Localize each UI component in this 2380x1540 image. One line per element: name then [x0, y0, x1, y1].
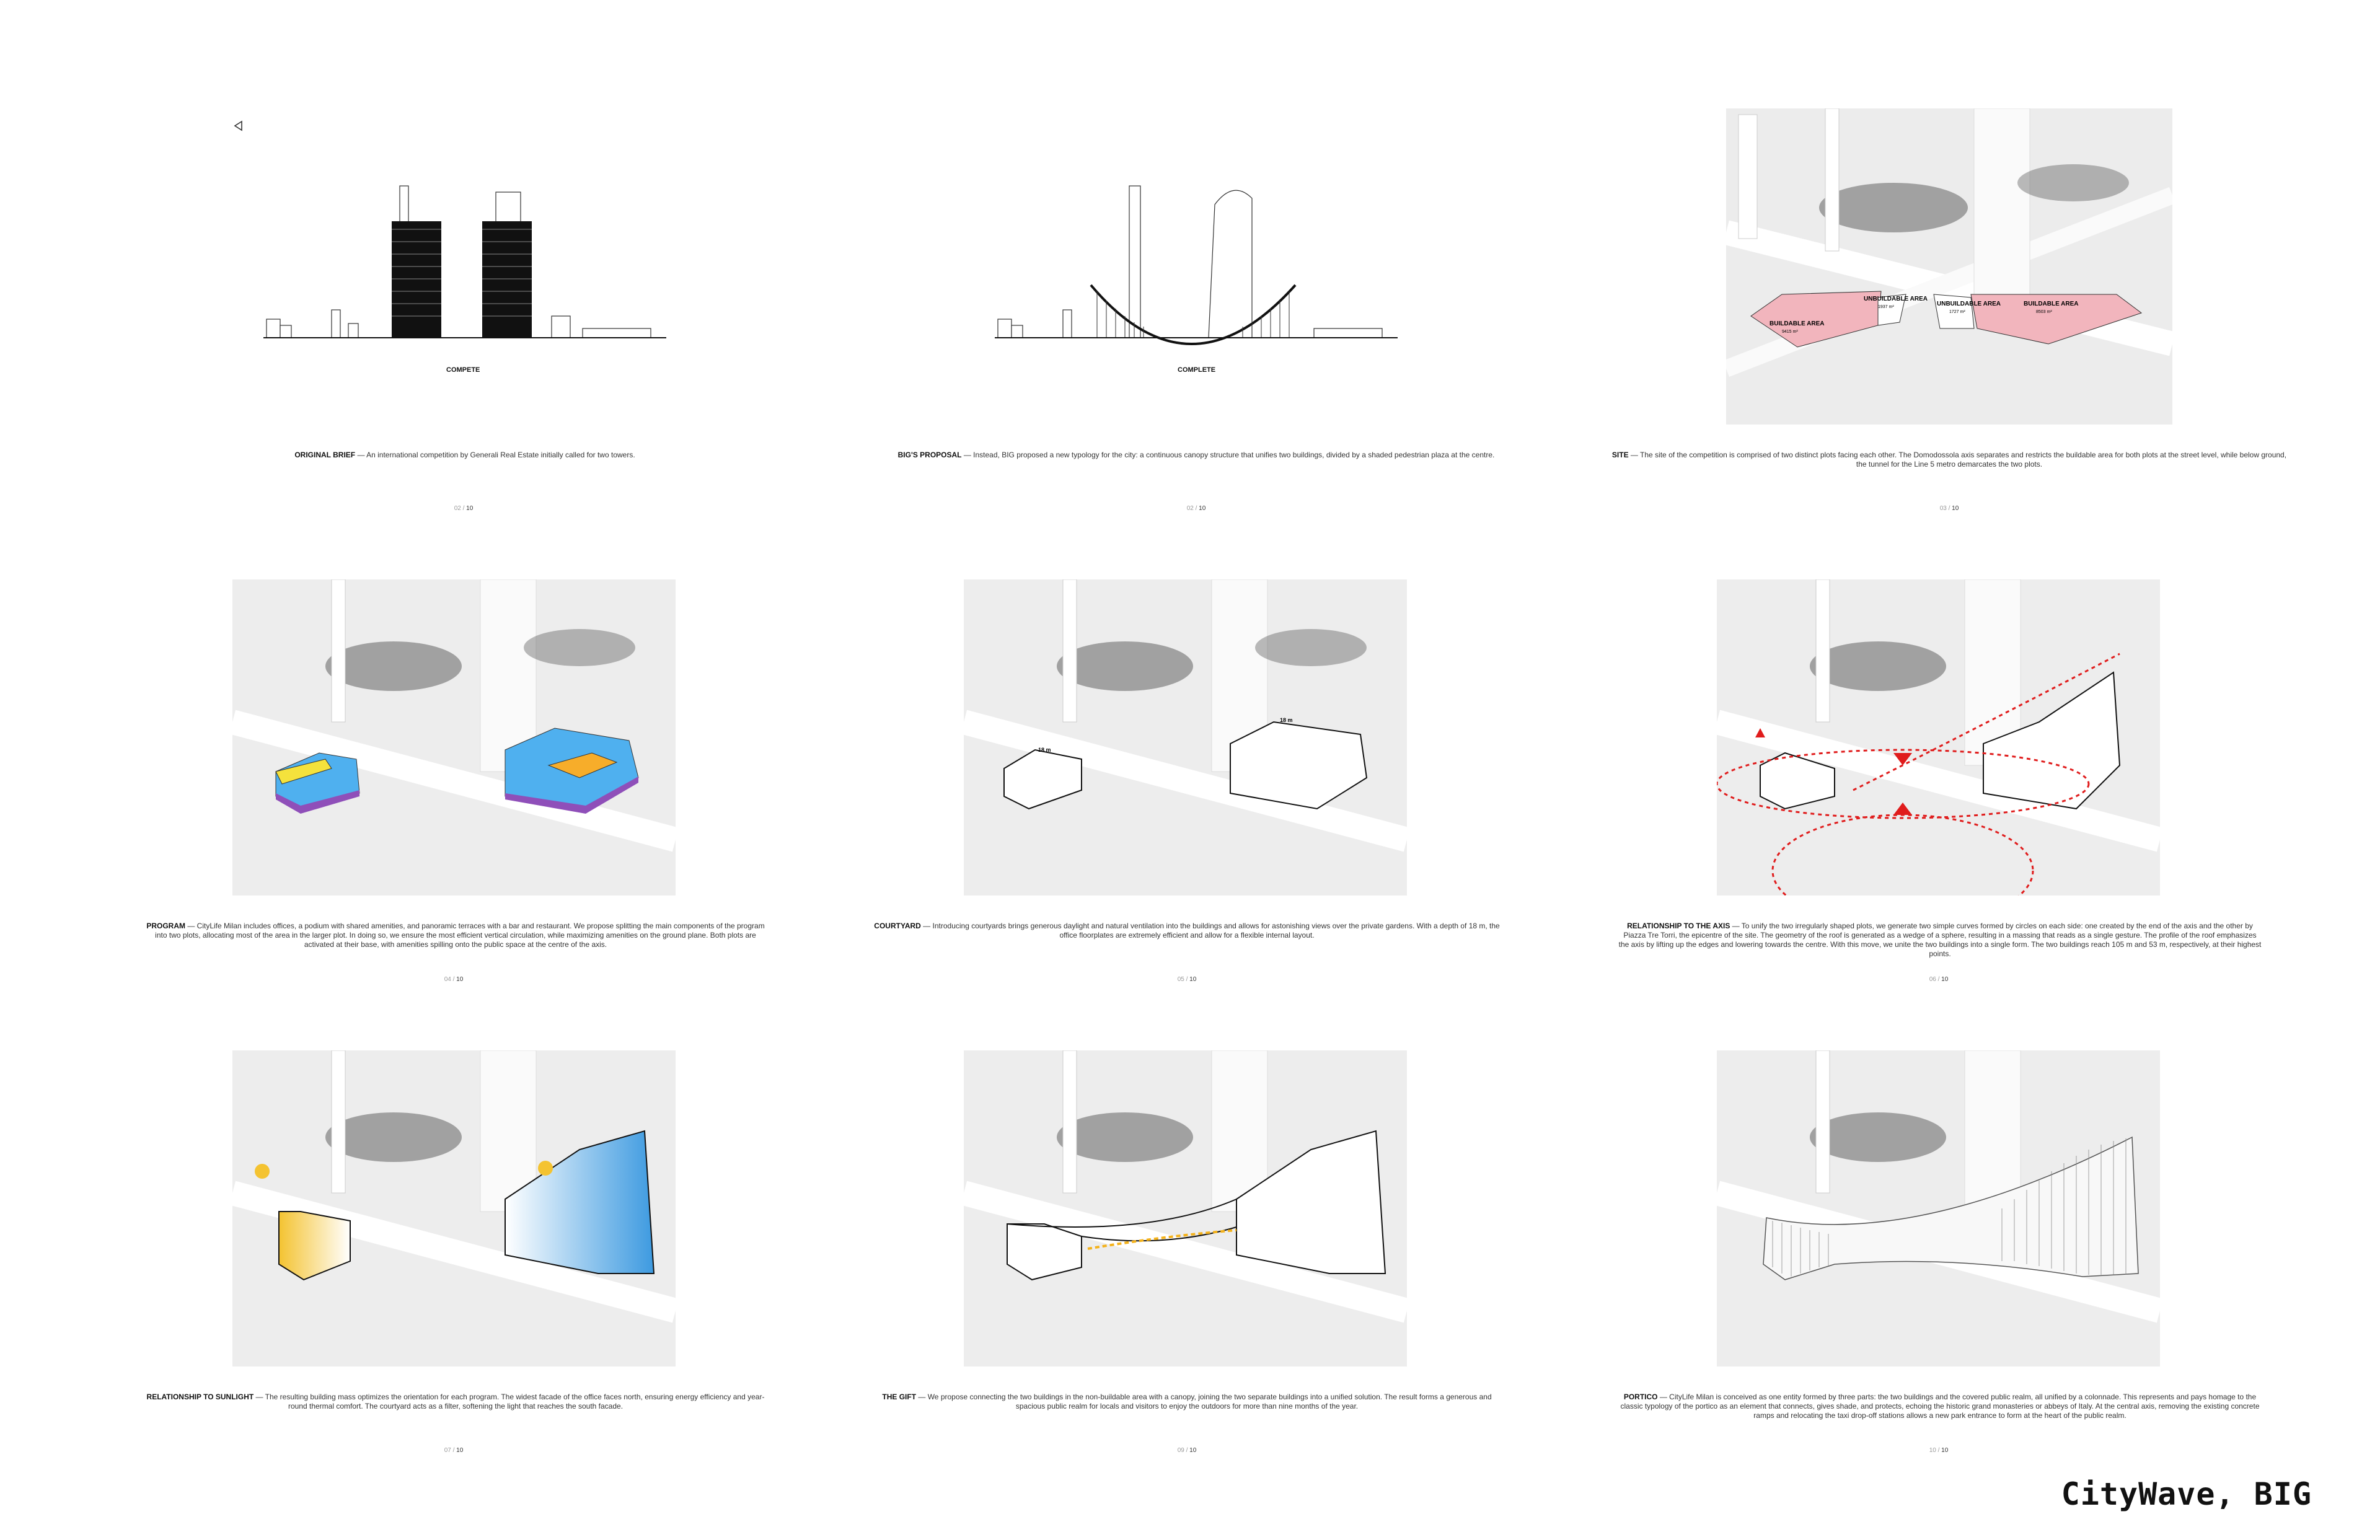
page-current: 02 [1186, 505, 1194, 512]
page-total: 10 [1941, 976, 1949, 983]
buildable-area-value: 9415 m² [1782, 330, 1798, 334]
page-total: 10 [456, 1447, 464, 1454]
site-aerial-diagram: BUILDABLE AREA 9415 m² UNBUILDABLE AREA … [1726, 108, 2172, 425]
page-current: 05 [1177, 976, 1184, 983]
page-indicator: 10 / 10 [1929, 1447, 1949, 1454]
caption-courtyard: COURTYARD — Introducing courtyards bring… [871, 922, 1503, 940]
page-total: 10 [456, 976, 464, 983]
page-total: 10 [466, 505, 474, 512]
caption-text: — We propose connecting the two building… [916, 1393, 1492, 1410]
page-total: 10 [1941, 1447, 1949, 1454]
caption-title: BIG'S PROPOSAL [897, 451, 962, 459]
caption-the-gift: THE GIFT — We propose connecting the two… [871, 1393, 1503, 1411]
program-massing-diagram [232, 579, 676, 895]
caption-text: — The site of the competition is compris… [1628, 451, 2287, 469]
depth-label: 18 m [1280, 717, 1293, 723]
axis-curves-diagram [1717, 579, 2160, 895]
caption-bigs-proposal: BIG'S PROPOSAL — Instead, BIG proposed a… [892, 451, 1500, 460]
page-indicator: 05 / 10 [1177, 976, 1197, 983]
page-indicator: 09 / 10 [1177, 1447, 1197, 1454]
buildable-area-value: 8503 m² [2036, 310, 2052, 314]
buildable-area-label: BUILDABLE AREA [1770, 320, 1825, 327]
brand-title: CityWave, BIG [2061, 1476, 2312, 1512]
page-indicator: 04 / 10 [444, 976, 464, 983]
panel-original-brief: COMPETE [260, 143, 669, 378]
sunlight-diagram [232, 1050, 676, 1366]
caption-title: RELATIONSHIP TO SUNLIGHT [146, 1393, 254, 1401]
caption-portico: PORTICO — CityLife Milan is conceived as… [1618, 1393, 2262, 1420]
page-current: 09 [1177, 1447, 1184, 1454]
unbuildable-area-label: UNBUILDABLE AREA [1937, 301, 2001, 307]
caption-text: — CityLife Milan includes offices, a pod… [155, 922, 765, 949]
page-current: 04 [444, 976, 451, 983]
courtyard-massing-diagram: 18 m 18 m [964, 579, 1407, 895]
compete-label: COMPETE [446, 366, 480, 374]
panel-bigs-proposal: COMPLETE [992, 143, 1401, 378]
caption-title: ORIGINAL BRIEF [294, 451, 356, 459]
page-indicator: 03 / 10 [1939, 505, 1959, 512]
page-current: 03 [1939, 505, 1947, 512]
skyline-two-towers-diagram: COMPETE [263, 185, 666, 374]
caption-relationship-axis: RELATIONSHIP TO THE AXIS — To unify the … [1618, 922, 2262, 959]
unbuildable-area-label: UNBUILDABLE AREA [1864, 296, 1928, 302]
caption-relationship-sunlight: RELATIONSHIP TO SUNLIGHT — The resulting… [139, 1393, 772, 1411]
panel-site: BUILDABLE AREA 9415 m² UNBUILDABLE AREA … [1726, 108, 2172, 425]
caption-title: SITE [1611, 451, 1629, 459]
page-total: 10 [1952, 505, 1959, 512]
page-indicator: 02 / 10 [1186, 505, 1206, 512]
page-total: 10 [1189, 1447, 1197, 1454]
panel-the-gift [964, 1050, 1407, 1366]
caption-text: — Introducing courtyards brings generous… [920, 922, 1500, 939]
panel-program [232, 579, 676, 895]
caption-site: SITE — The site of the competition is co… [1611, 451, 2287, 469]
caption-title: PORTICO [1623, 1393, 1658, 1401]
page-indicator: 06 / 10 [1929, 976, 1949, 983]
caption-original-brief: ORIGINAL BRIEF — An international compet… [260, 451, 669, 460]
panel-portico [1717, 1050, 2160, 1366]
page-indicator: 02 / 10 [454, 505, 474, 512]
page-current: 06 [1929, 976, 1936, 983]
panel-courtyard: 18 m 18 m [964, 579, 1407, 895]
caption-text: — To unify the two irregularly shaped pl… [1618, 922, 2262, 958]
page-total: 10 [1189, 976, 1197, 983]
caption-text: — Instead, BIG proposed a new typology f… [961, 451, 1495, 459]
depth-label: 18 m [1038, 747, 1051, 753]
skyline-canopy-diagram: COMPLETE [995, 185, 1398, 374]
caption-text: — An international competition by Genera… [355, 451, 635, 459]
canopy-gift-diagram [964, 1050, 1407, 1366]
caption-title: PROGRAM [146, 922, 185, 930]
page-current: 10 [1929, 1447, 1936, 1454]
page-total: 10 [1199, 505, 1206, 512]
caption-title: COURTYARD [874, 922, 921, 930]
buildable-area-label: BUILDABLE AREA [2024, 301, 2079, 307]
back-arrow-icon[interactable] [233, 120, 244, 131]
caption-title: RELATIONSHIP TO THE AXIS [1627, 922, 1730, 930]
caption-title: THE GIFT [882, 1393, 917, 1401]
page-current: 02 [454, 505, 461, 512]
caption-text: — CityLife Milan is conceived as one ent… [1620, 1393, 2260, 1420]
page-indicator: 07 / 10 [444, 1447, 464, 1454]
portico-render-diagram [1717, 1050, 2160, 1366]
unbuildable-area-value: 1727 m² [1949, 310, 1965, 314]
page-current: 07 [444, 1447, 451, 1454]
unbuildable-area-value: 1937 m² [1878, 305, 1894, 309]
panel-relationship-axis [1717, 579, 2160, 895]
caption-text: — The resulting building mass optimizes … [253, 1393, 765, 1410]
panel-relationship-sunlight [232, 1050, 676, 1366]
caption-program: PROGRAM — CityLife Milan includes office… [139, 922, 772, 949]
complete-label: COMPLETE [1178, 366, 1215, 374]
